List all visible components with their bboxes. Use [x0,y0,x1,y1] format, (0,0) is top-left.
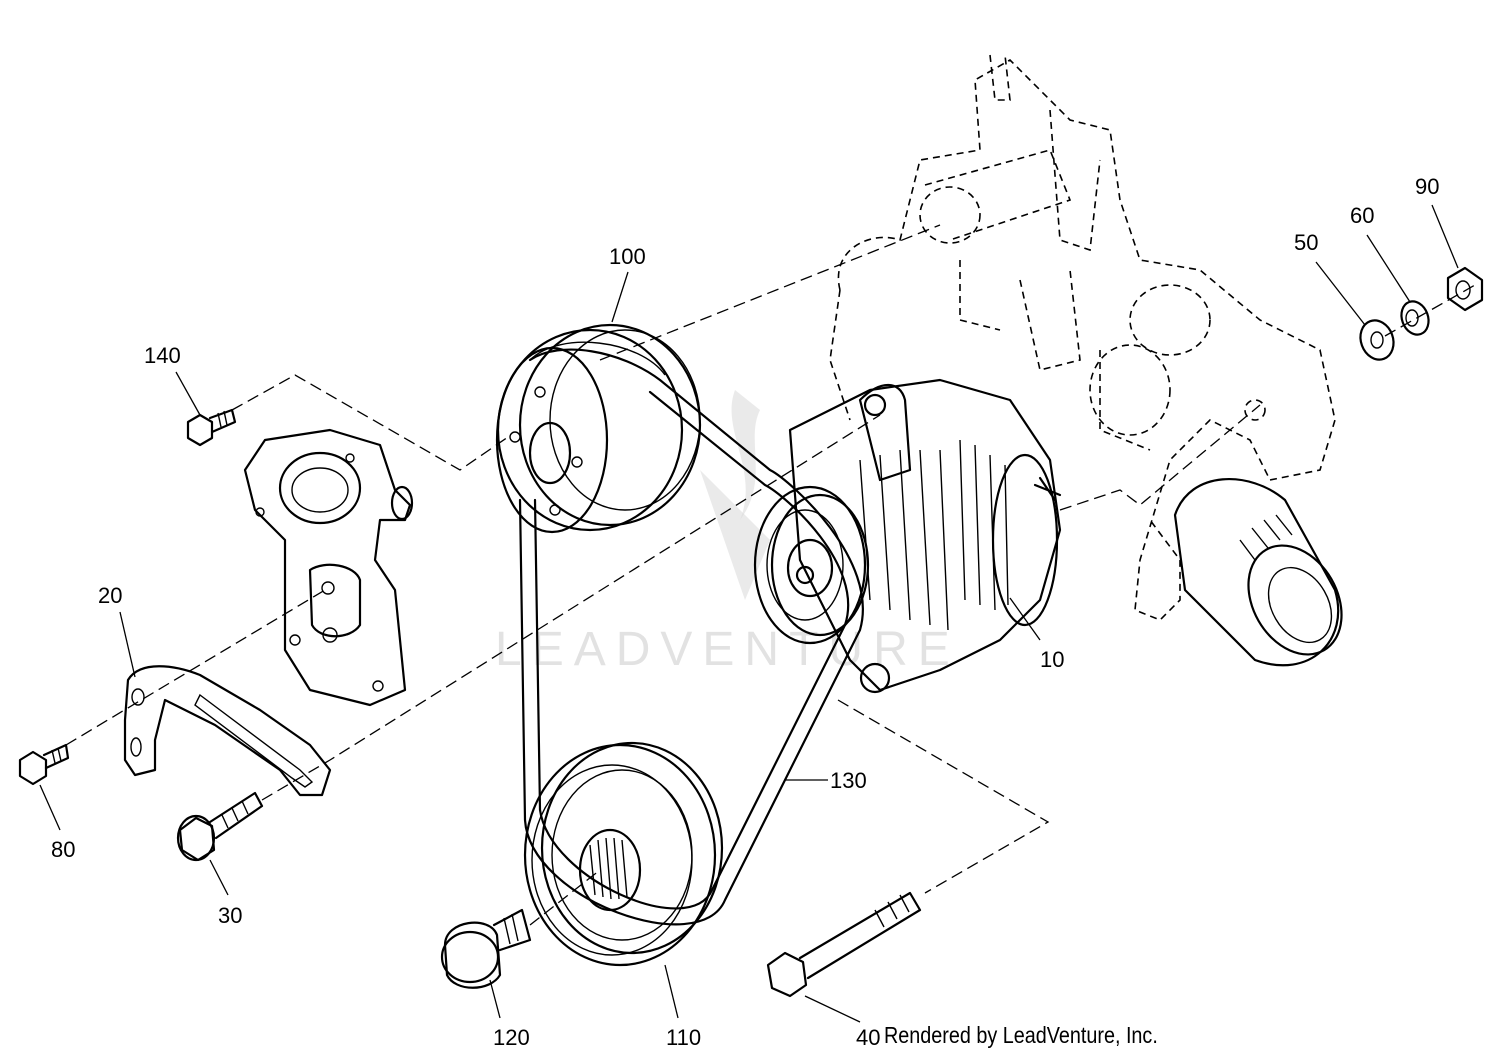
alternator [753,378,1062,694]
callout-50: 50 [1294,230,1318,255]
bolt-120 [440,908,532,989]
thermostat-housing [243,428,414,707]
callout-110: 110 [666,1025,701,1050]
callout-60: 60 [1350,203,1374,228]
assembly-lines [65,224,1476,926]
bolt-80 [18,743,70,786]
callouts: 10 20 30 40 50 60 80 90 100 110 120 130 … [51,174,1439,1050]
watermark-text: LEADVENTURE [495,623,960,676]
leader-lines [39,204,1459,1023]
oil-filter [1173,478,1343,667]
credit-text: Rendered by LeadVenture, Inc. [884,1022,1158,1048]
callout-120: 120 [493,1025,530,1050]
lock-washer-60 [1400,300,1430,336]
callout-10: 10 [1040,647,1064,672]
water-pump-pulley [495,323,702,534]
bolt-30 [176,791,264,862]
callout-80: 80 [51,837,75,862]
callout-20: 20 [98,583,122,608]
bolt-40 [766,891,922,998]
crankshaft-pulley [523,741,724,967]
callout-140: 140 [144,343,181,368]
callout-40: 40 [856,1025,880,1050]
bolt-140 [186,408,237,447]
callout-130: 130 [830,768,867,793]
callout-100: 100 [609,244,646,269]
washer-50 [1359,319,1395,361]
adjusting-bracket [123,665,332,797]
watermark: LEADVENTURE [495,390,960,676]
v-belt [518,341,864,926]
engine-block-ghost [829,54,1336,621]
callout-90: 90 [1415,174,1439,199]
callout-30: 30 [218,903,242,928]
nut-90 [1446,266,1484,312]
